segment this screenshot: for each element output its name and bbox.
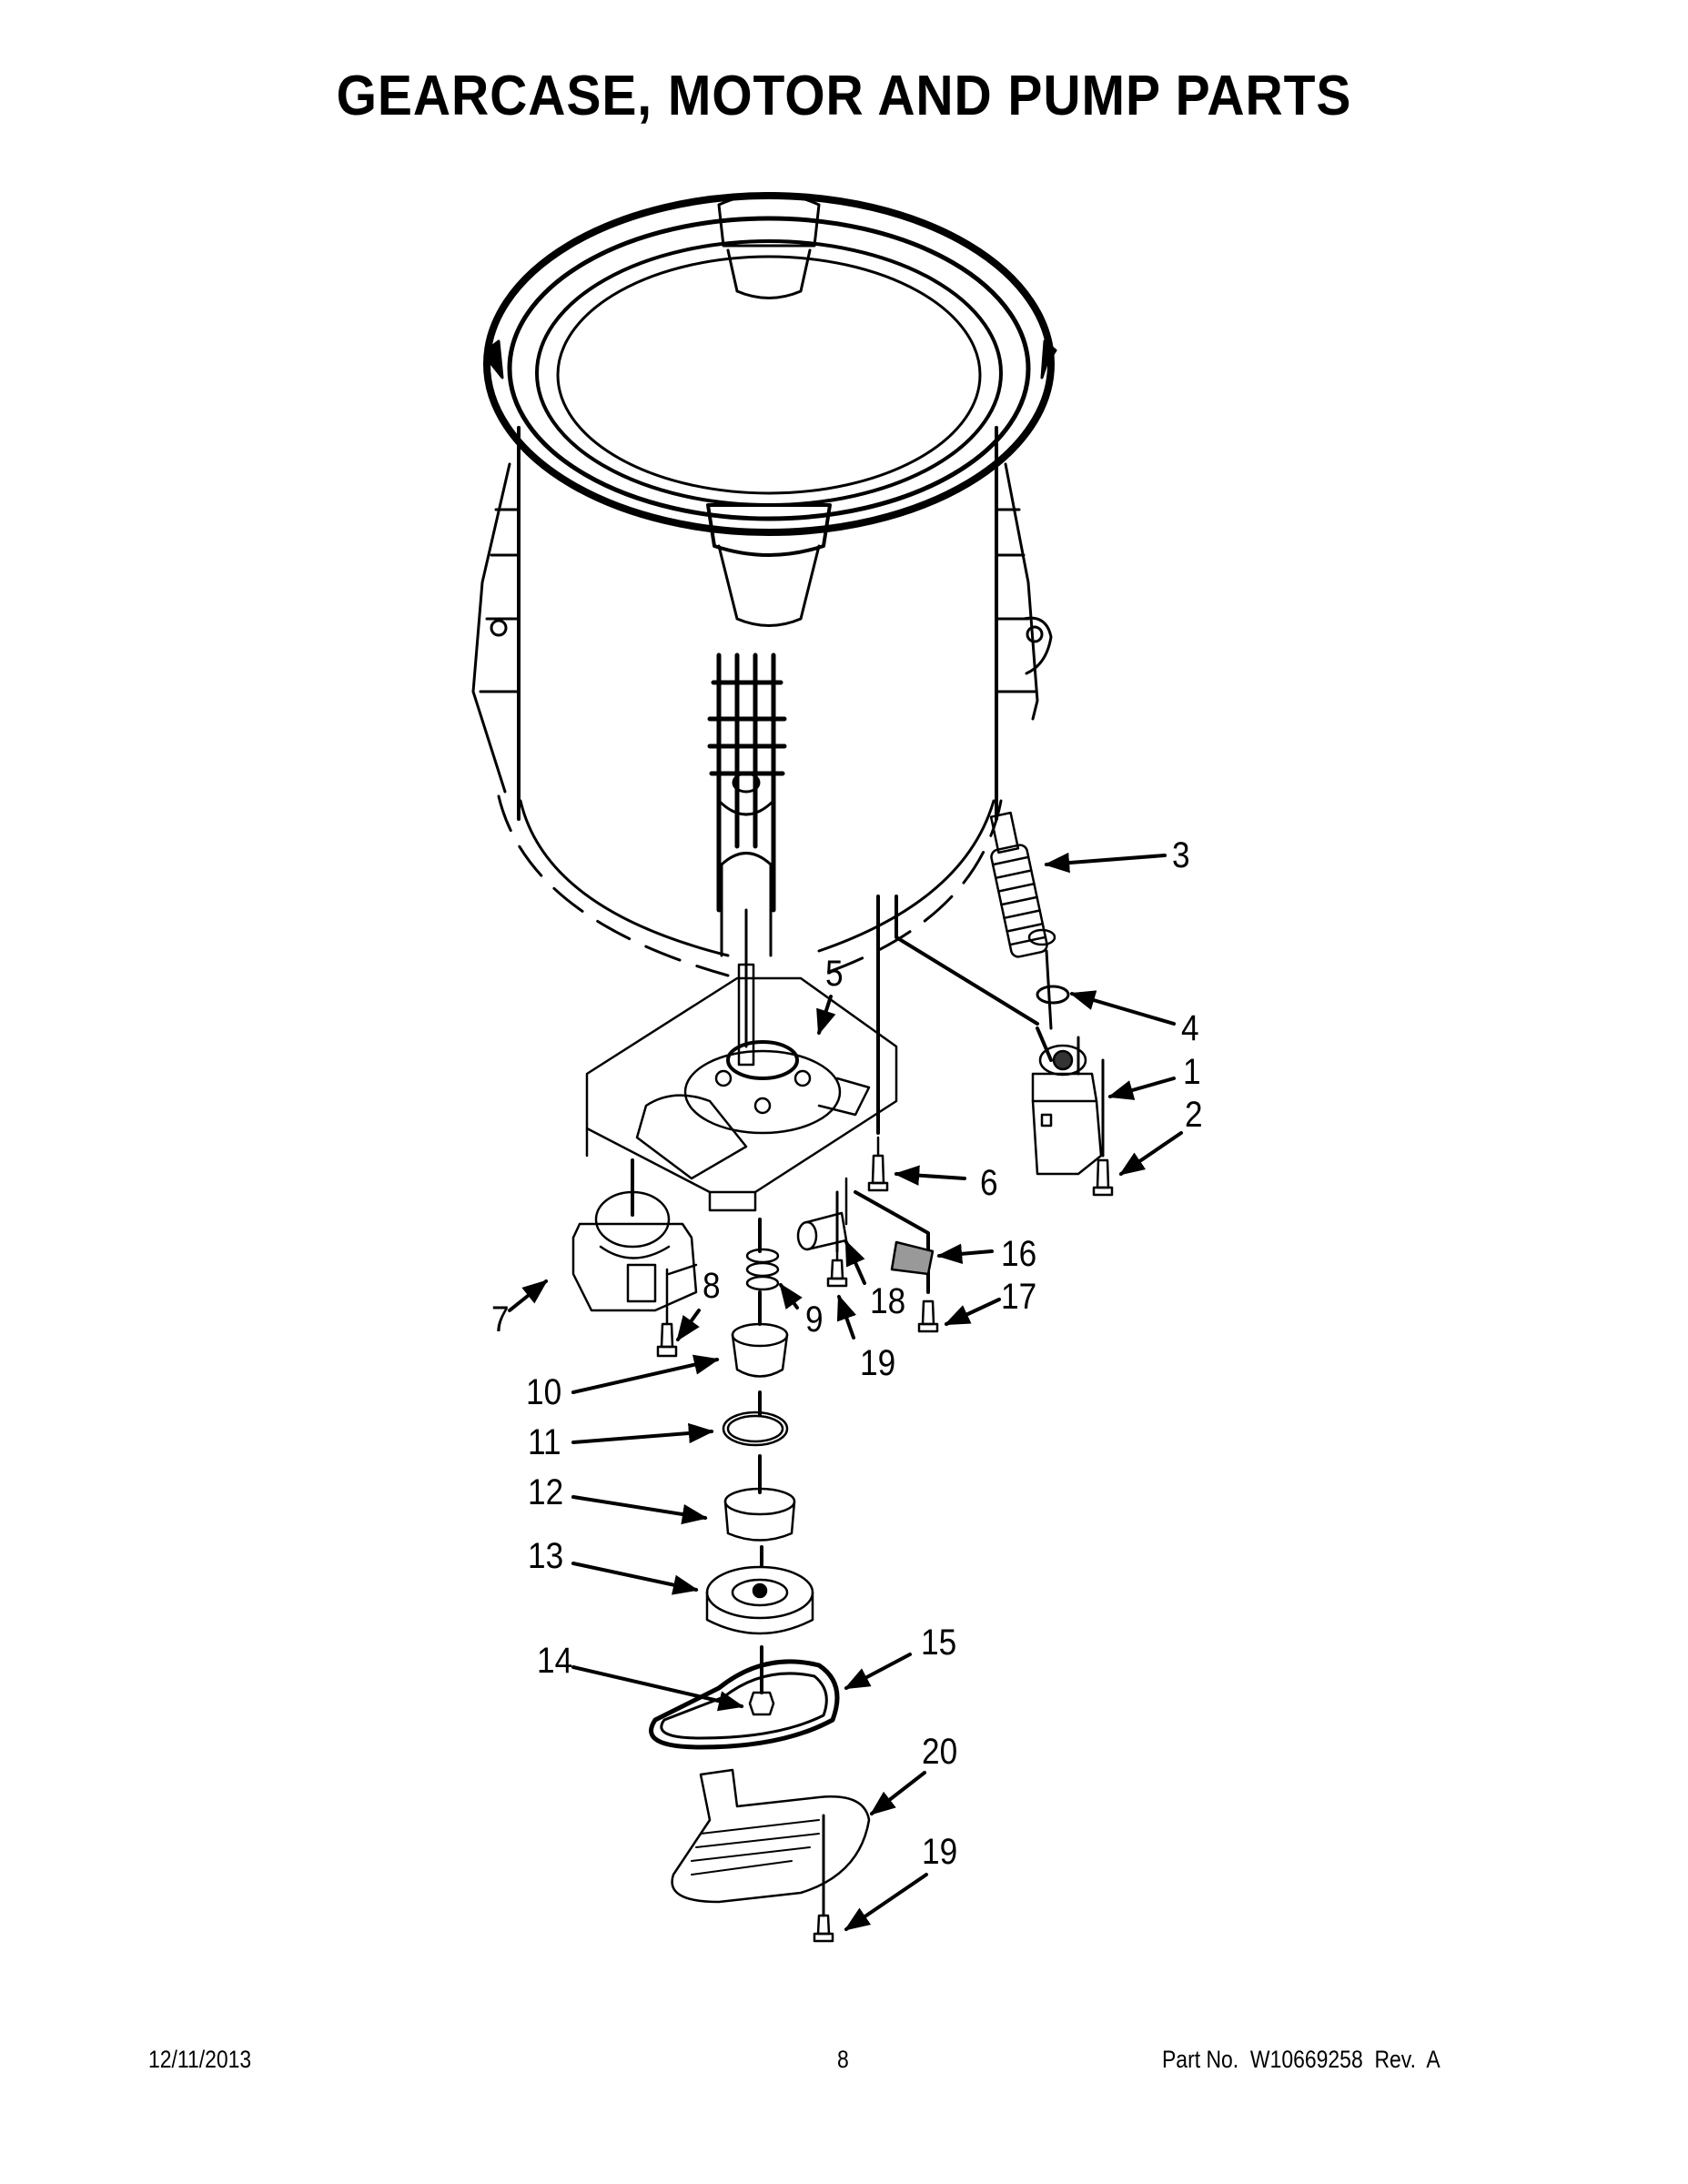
callout-17: 17 bbox=[1001, 1277, 1037, 1317]
drive-belt bbox=[649, 1659, 840, 1750]
footer-date: 12/11/2013 bbox=[148, 2046, 252, 2073]
screw-19-upper bbox=[826, 1249, 848, 1288]
callout-5: 5 bbox=[825, 954, 844, 994]
callout-16: 16 bbox=[1001, 1234, 1037, 1274]
retaining-ring bbox=[722, 1410, 789, 1494]
callout-6: 6 bbox=[980, 1163, 998, 1203]
callout-2: 2 bbox=[1185, 1095, 1203, 1135]
callout-12: 12 bbox=[528, 1472, 564, 1512]
callout-leaders bbox=[508, 852, 1183, 1931]
capacitor bbox=[796, 1177, 848, 1253]
motor bbox=[571, 1158, 698, 1312]
screw-17 bbox=[917, 1299, 939, 1333]
callout-8: 8 bbox=[702, 1266, 721, 1306]
footer-page-number: 8 bbox=[837, 2046, 849, 2073]
callout-10: 10 bbox=[526, 1372, 562, 1412]
callout-13: 13 bbox=[528, 1536, 564, 1576]
callout-11: 11 bbox=[528, 1422, 561, 1462]
hose-clamp bbox=[1036, 949, 1070, 1030]
callout-19-upper: 19 bbox=[860, 1343, 896, 1383]
callout-14: 14 bbox=[537, 1641, 573, 1681]
callout-7: 7 bbox=[491, 1299, 510, 1340]
pulley bbox=[705, 1565, 814, 1694]
callout-15: 15 bbox=[921, 1623, 957, 1663]
callout-18: 18 bbox=[870, 1281, 906, 1321]
spring bbox=[745, 1218, 780, 1326]
gearcase bbox=[585, 963, 898, 1212]
callout-20: 20 bbox=[922, 1732, 958, 1772]
screw-19-lower bbox=[813, 1914, 834, 1943]
screw-6 bbox=[867, 1136, 889, 1192]
callout-4: 4 bbox=[1181, 1008, 1199, 1048]
pump bbox=[1031, 1036, 1105, 1176]
footer-part-number: Part No. W10669258 Rev. A bbox=[1162, 2046, 1440, 2073]
tub bbox=[471, 192, 1057, 977]
callout-1: 1 bbox=[1183, 1052, 1201, 1092]
callout-9: 9 bbox=[805, 1299, 824, 1340]
shift-actuator bbox=[723, 1487, 796, 1567]
belt-shield bbox=[671, 1768, 871, 1917]
motor-screw bbox=[656, 1268, 678, 1358]
drain-hose bbox=[989, 811, 1056, 958]
page-title: GEARCASE, MOTOR AND PUMP PARTS bbox=[336, 65, 1352, 127]
callout-3: 3 bbox=[1172, 835, 1190, 875]
clutch bbox=[731, 1322, 789, 1417]
callout-19-lower: 19 bbox=[922, 1832, 958, 1872]
shifter-module bbox=[854, 1190, 935, 1294]
pump-screw bbox=[1092, 1158, 1114, 1197]
nut bbox=[748, 1691, 775, 1716]
